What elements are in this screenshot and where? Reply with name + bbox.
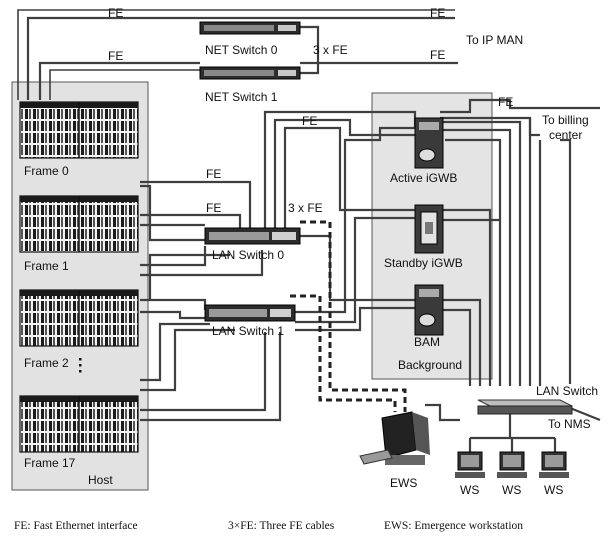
frame-17-label: Frame 17 <box>24 456 76 470</box>
to-billing-label-1: To billing <box>542 113 589 127</box>
cables <box>17 9 601 452</box>
ws-label-2: WS <box>502 483 521 497</box>
legend-three-fe: 3×FE: Three FE cables <box>228 520 335 532</box>
standby-igwb-label: Standby iGWB <box>384 256 463 270</box>
fe-label-center: FE <box>302 114 317 128</box>
bam-server <box>414 284 444 336</box>
frame-1-label: Frame 1 <box>24 259 69 273</box>
fe-label-left-2: FE <box>108 49 123 63</box>
to-nms-label: To NMS <box>548 417 591 431</box>
dashed-cable <box>290 220 407 412</box>
frame-2 <box>19 289 139 347</box>
fe-label-active: FE <box>498 95 513 109</box>
frame-0-label: Frame 0 <box>24 164 69 178</box>
ews-workstation <box>359 411 430 465</box>
ews-label: EWS <box>390 476 417 490</box>
frame-17 <box>19 395 139 453</box>
net-switch-1 <box>199 66 301 80</box>
bam-label: BAM <box>414 335 440 349</box>
fe-label-top-left: FE <box>108 6 123 20</box>
legend-fe: FE: Fast Ethernet interface <box>14 520 138 532</box>
net-switch-0-label: NET Switch 0 <box>205 43 278 57</box>
lan-switch-1-label: LAN Switch 1 <box>212 324 284 338</box>
frame-0 <box>19 101 139 159</box>
frame-2-label: Frame 2 <box>24 356 69 370</box>
fe-label-right-2: FE <box>430 48 445 62</box>
ws-computer-3 <box>539 451 569 478</box>
to-billing-label-2: center <box>549 128 582 142</box>
to-ip-man-label: To IP MAN <box>466 33 523 47</box>
net-switch-1-label: NET Switch 1 <box>205 90 278 104</box>
three-fe-label-lan: 3 x FE <box>288 201 323 215</box>
fe-label-lan-0: FE <box>206 167 221 181</box>
background-label: Background <box>398 358 462 372</box>
frame-1 <box>19 195 139 253</box>
lan-switch-1 <box>204 304 296 322</box>
active-igwb-server <box>414 117 444 169</box>
standby-igwb-server <box>414 204 444 254</box>
ws-computer-1 <box>455 451 485 478</box>
three-fe-label-net: 3 x FE <box>313 43 348 57</box>
ws-label-3: WS <box>544 483 563 497</box>
lan-switch-0-label: LAN Switch 0 <box>212 248 284 262</box>
legend-ews: EWS: Emergence workstation <box>384 520 523 532</box>
frame-ellipsis <box>79 358 82 373</box>
lan-switch-small <box>477 399 573 415</box>
host-label: Host <box>88 473 113 487</box>
ws-computer-2 <box>497 451 527 478</box>
net-switch-0 <box>199 21 301 35</box>
lan-switch-0 <box>204 227 301 245</box>
active-igwb-label: Active iGWB <box>390 171 457 185</box>
fe-label-top-right: FE <box>430 6 445 20</box>
lan-switch-label: LAN Switch <box>536 384 598 398</box>
fe-label-lan-0b: FE <box>206 201 221 215</box>
ws-label-1: WS <box>460 483 479 497</box>
